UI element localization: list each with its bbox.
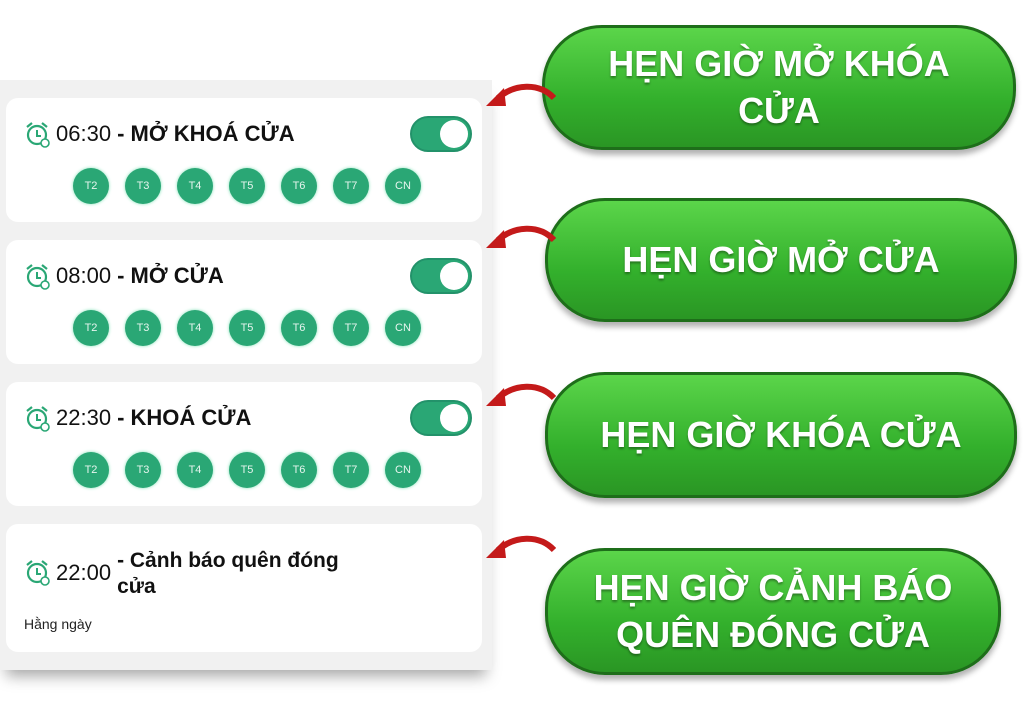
callout-unlock-door: HẸN GIỜ MỞ KHÓA CỬA [542, 25, 1016, 150]
alarm-toggle[interactable] [410, 400, 472, 436]
weekday-chip[interactable]: T3 [125, 310, 161, 346]
toggle-knob [440, 120, 468, 148]
alarm-time: 08:00 [56, 263, 112, 288]
toggle-knob [440, 262, 468, 290]
alarm-clock-icon [24, 558, 52, 586]
weekday-chip[interactable]: T3 [125, 168, 161, 204]
weekday-chip[interactable]: T5 [229, 168, 265, 204]
weekday-chip[interactable]: T5 [229, 452, 265, 488]
arrow-icon [486, 225, 556, 248]
arrow-icon [486, 383, 556, 406]
alarm-time: 22:00 [56, 560, 112, 585]
weekday-chip[interactable]: T2 [73, 452, 109, 488]
alarm-card[interactable]: 08:00- MỞ CỬA T2 T3 T4 T5 T6 T7 CN [6, 240, 482, 364]
weekday-chip[interactable]: T6 [281, 452, 317, 488]
weekday-chip[interactable]: T7 [333, 310, 369, 346]
alarm-time: 22:30 [56, 405, 112, 430]
alarm-title: - MỞ KHOÁ CỬA [117, 121, 295, 146]
alarm-toggle[interactable] [410, 258, 472, 294]
arrow-icon [486, 83, 556, 106]
weekday-chip[interactable]: CN [385, 310, 421, 346]
alarm-card[interactable]: 22:30- KHOÁ CỬA T2 T3 T4 T5 T6 T7 CN [6, 382, 482, 506]
alarm-toggle[interactable] [410, 116, 472, 152]
arrow-icon [486, 535, 556, 558]
weekday-chip[interactable]: T4 [177, 452, 213, 488]
weekday-chip[interactable]: T5 [229, 310, 265, 346]
weekday-chip[interactable]: T2 [73, 310, 109, 346]
alarm-clock-icon [24, 120, 52, 148]
weekday-chip[interactable]: T4 [177, 310, 213, 346]
weekday-list: T2 T3 T4 T5 T6 T7 CN [73, 310, 421, 346]
weekday-chip[interactable]: T3 [125, 452, 161, 488]
alarm-time: 06:30 [56, 121, 112, 146]
alarm-clock-icon [24, 404, 52, 432]
alarm-title: - Cảnh báo quên đóng cửa [117, 549, 339, 599]
alarm-repeat: Hằng ngày [24, 616, 92, 632]
weekday-chip[interactable]: T6 [281, 310, 317, 346]
callout-open-door: HẸN GIỜ MỞ CỬA [545, 198, 1017, 322]
weekday-chip[interactable]: T2 [73, 168, 109, 204]
toggle-knob [440, 404, 468, 432]
weekday-list: T2 T3 T4 T5 T6 T7 CN [73, 168, 421, 204]
weekday-chip[interactable]: T4 [177, 168, 213, 204]
weekday-chip[interactable]: T7 [333, 168, 369, 204]
callout-forgot-close-warning: HẸN GIỜ CẢNH BÁO QUÊN ĐÓNG CỬA [545, 548, 1001, 675]
alarm-title: - MỞ CỬA [117, 263, 224, 288]
callout-lock-door: HẸN GIỜ KHÓA CỬA [545, 372, 1017, 498]
weekday-chip[interactable]: T7 [333, 452, 369, 488]
weekday-chip[interactable]: T6 [281, 168, 317, 204]
weekday-list: T2 T3 T4 T5 T6 T7 CN [73, 452, 421, 488]
alarm-title: - KHOÁ CỬA [117, 405, 252, 430]
weekday-chip[interactable]: CN [385, 168, 421, 204]
alarm-clock-icon [24, 262, 52, 290]
weekday-chip[interactable]: CN [385, 452, 421, 488]
alarm-card[interactable]: 06:30- MỞ KHOÁ CỬA T2 T3 T4 T5 T6 T7 CN [6, 98, 482, 222]
